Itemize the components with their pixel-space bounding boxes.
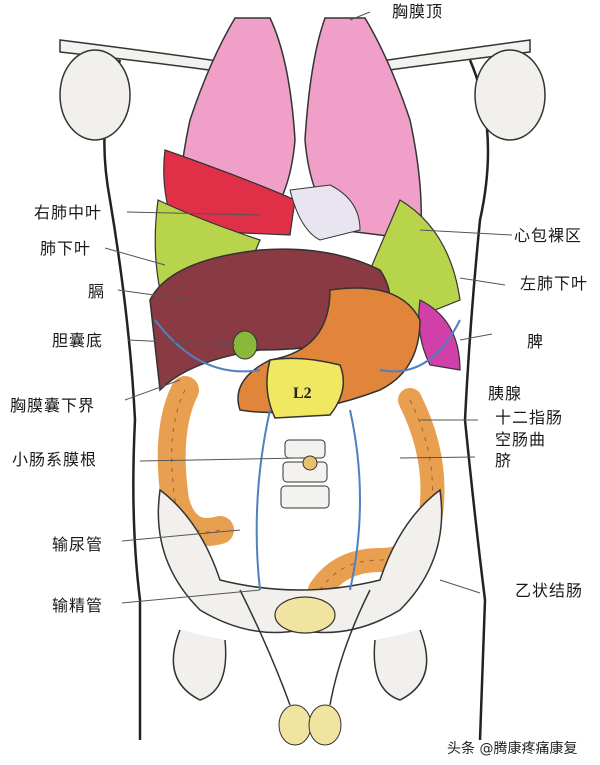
label-mesentery-root: 小肠系膜根 [12,450,98,469]
torso-outline-right [463,59,490,741]
label-pancreas: 胰腺 [488,384,523,403]
left-humeral-head [474,49,546,141]
right-testis [278,704,312,746]
bladder-shape [274,596,336,634]
gallbladder-shape [232,330,258,360]
label-left-lower-lobe: 左肺下叶 [520,274,589,293]
left-testis [308,704,342,746]
label-umbilicus: 脐 [495,451,513,470]
right-humeral-head [59,49,131,141]
torso-outline-left [103,59,142,740]
label-ureter: 输尿管 [52,535,104,554]
vertebra-1 [284,439,326,459]
pleura-border-left [379,319,461,373]
right-femur-head [172,629,227,701]
label-duodenojejunal-1: 十二指肠 [495,408,564,427]
label-right-middle-lobe: 右肺中叶 [34,203,103,222]
l2-marker: L2 [293,385,312,402]
pericardium-shape [289,184,361,241]
label-pleural-lower-border: 胸膜囊下界 [10,396,96,415]
left-femur-head [373,629,428,701]
pleura-border-right [154,319,261,373]
right-vas-deferens [239,589,291,706]
label-spleen: 脾 [527,332,545,351]
ascending-colon-haustra [171,389,221,533]
left-ureter [349,409,361,591]
left-vas-deferens [329,589,371,706]
label-gallbladder-fundus: 胆囊底 [52,331,104,350]
left-lower-lobe [369,199,461,321]
pelvis-shape [157,488,443,634]
spleen-shape [418,299,461,371]
label-diaphragm: 膈 [88,282,106,301]
label-pleura-apex: 胸膜顶 [392,2,444,21]
vertebra-3 [280,485,330,509]
label-vas-deferens: 输精管 [52,596,104,615]
leader-lines [104,11,513,604]
label-duodenojejunal-2: 空肠曲 [495,430,547,449]
watermark: 头条 @腾康疼痛康复 [447,741,578,757]
label-sigmoid-colon: 乙状结肠 [515,581,584,600]
pancreas-l2-region [266,357,345,419]
colon-haustra [319,399,433,591]
umbilicus-mark [302,455,318,471]
right-ureter [255,409,271,591]
label-lower-lobe: 肺下叶 [40,239,92,258]
label-bare-area-pericardium: 心包裸区 [514,226,583,245]
